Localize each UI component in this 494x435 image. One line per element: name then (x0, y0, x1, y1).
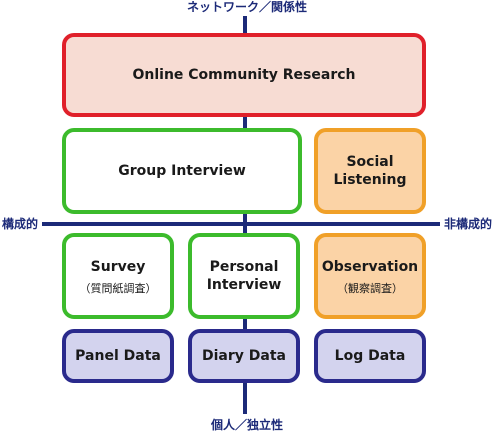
diary-data-box: Diary Data (188, 329, 300, 383)
axis-label-individual: 個人／独立性 (210, 418, 283, 432)
log-data-label: Log Data (334, 348, 406, 364)
observation-sublabel: （観察調査） (337, 281, 403, 295)
axis-label-structured: 構成的 (2, 217, 39, 231)
survey-box: Survey （質問紙調査） (62, 233, 174, 319)
log-data-box: Log Data (314, 329, 426, 383)
observation-label: Observation (321, 258, 419, 275)
panel-data-label: Panel Data (75, 348, 161, 364)
horizontal-axis (42, 222, 440, 226)
observation-box: Observation （観察調査） (314, 233, 426, 319)
panel-data-box: Panel Data (62, 329, 174, 383)
group-interview-label: Group Interview (118, 163, 246, 179)
vertical-axis (243, 16, 247, 414)
social-listening-box: Social Listening (314, 128, 426, 214)
survey-label: Survey (90, 258, 146, 275)
axis-label-network: ネットワーク／関係性 (186, 0, 307, 14)
personal-interview-box: Personal Interview (188, 233, 300, 319)
personal-interview-label-line1: Personal (209, 259, 279, 275)
survey-sublabel: （質問紙調査） (79, 281, 157, 295)
online-community-research-label: Online Community Research (132, 67, 356, 83)
axis-label-unstructured: 非構成的 (443, 217, 492, 231)
diary-data-label: Diary Data (202, 348, 286, 364)
social-listening-label-line2: Listening (333, 172, 407, 188)
online-community-research-box: Online Community Research (62, 33, 426, 117)
group-interview-box: Group Interview (62, 128, 302, 214)
personal-interview-label-line2: Interview (206, 277, 282, 293)
social-listening-label-line1: Social (346, 154, 394, 170)
